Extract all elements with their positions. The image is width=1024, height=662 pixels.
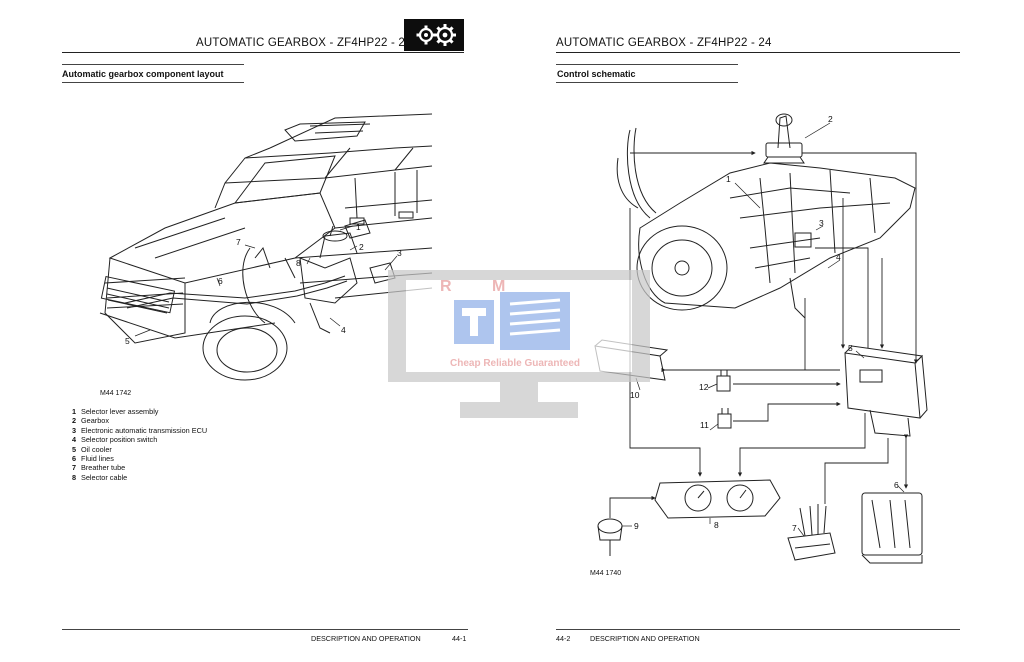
left-footer-rule [62, 629, 468, 630]
legend-item: 6 Fluid lines [72, 454, 207, 463]
left-figure-ref: M44 1742 [100, 390, 132, 397]
legend-num: 7 [72, 463, 77, 473]
left-section-rule-top [62, 64, 244, 65]
right-footer-text: DESCRIPTION AND OPERATION [590, 634, 700, 643]
component-legend: 1 Selector lever assembly 2 Gearbox 3 Elect… [72, 407, 207, 482]
legend-num: 4 [72, 435, 77, 445]
right-header-title: AUTOMATIC GEARBOX - ZF4HP22 - 24 [556, 37, 772, 49]
legend-label: Selector position switch [81, 435, 158, 445]
legend-label: Oil cooler [81, 444, 112, 454]
right-callout-10: 10 [630, 390, 640, 400]
legend-item: 8 Selector cable [72, 473, 207, 482]
right-section-rule-top [556, 64, 738, 65]
legend-label: Selector lever assembly [81, 407, 159, 416]
legend-num: 5 [72, 444, 77, 454]
right-header-rule [556, 52, 960, 53]
legend-num: 2 [72, 416, 77, 426]
legend-num: 8 [72, 472, 77, 482]
right-callout-7: 7 [792, 523, 797, 533]
left-callout-1: 1 [356, 222, 361, 232]
legend-item: 1 Selector lever assembly [72, 407, 207, 416]
left-header-title: AUTOMATIC GEARBOX - ZF4HP22 - 24 [196, 37, 412, 49]
right-callout-5: 5 [848, 343, 853, 353]
left-callout-6: 6 [218, 276, 223, 286]
legend-num: 3 [72, 425, 77, 435]
right-footer-rule [556, 629, 960, 630]
left-header-rule [62, 52, 464, 53]
right-callout-3: 3 [819, 218, 824, 228]
right-callout-1: 1 [726, 174, 731, 184]
right-callout-11: 11 [700, 420, 709, 430]
legend-item: 3 Electronic automatic transmission ECU [72, 426, 207, 435]
right-section-title: Control schematic [557, 69, 636, 79]
legend-item: 2 Gearbox [72, 416, 207, 425]
legend-item: 7 Breather tube [72, 463, 207, 472]
watermark-letters: R M [440, 278, 524, 295]
left-section-title: Automatic gearbox component layout [62, 69, 224, 79]
right-page-number: 44-2 [556, 634, 571, 643]
left-callout-5: 5 [125, 336, 130, 346]
vehicle-component-illustration: 1 2 3 4 5 6 7 8 [99, 113, 433, 381]
left-callout-3: 3 [397, 248, 402, 258]
left-callout-2: 2 [359, 242, 364, 252]
legend-label: Gearbox [81, 416, 109, 426]
legend-num: 6 [72, 454, 77, 464]
legend-label: Fluid lines [81, 454, 114, 464]
right-callout-8: 8 [714, 520, 719, 530]
left-callout-8: 8 [296, 258, 301, 268]
legend-label: Selector cable [81, 472, 128, 482]
legend-item: 5 Oil cooler [72, 445, 207, 454]
legend-item: 4 Selector position switch [72, 435, 207, 444]
control-schematic-diagram: 1 2 3 4 5 6 7 8 9 10 11 12 [594, 113, 928, 564]
legend-num: 1 [72, 407, 77, 416]
legend-label: Breather tube [81, 463, 126, 473]
left-section-rule-bottom [62, 82, 244, 83]
right-callout-2: 2 [828, 114, 833, 124]
right-figure-ref: M44 1740 [590, 570, 622, 577]
left-page-number: 44-1 [452, 634, 467, 643]
left-callout-4: 4 [341, 325, 346, 335]
right-callout-12: 12 [699, 382, 709, 392]
left-callout-7: 7 [236, 237, 241, 247]
gears-icon [404, 19, 464, 51]
watermark-tagline: Cheap Reliable Guaranteed [450, 358, 581, 369]
watermark-logo: R M Cheap Reliable Guaranteed [388, 270, 650, 430]
left-footer-text: DESCRIPTION AND OPERATION [311, 634, 421, 643]
right-callout-9: 9 [634, 521, 639, 531]
right-callout-6: 6 [894, 480, 899, 490]
legend-label: Electronic automatic transmission ECU [81, 425, 208, 435]
right-section-rule-bottom [556, 82, 738, 83]
right-callout-4: 4 [836, 252, 841, 262]
